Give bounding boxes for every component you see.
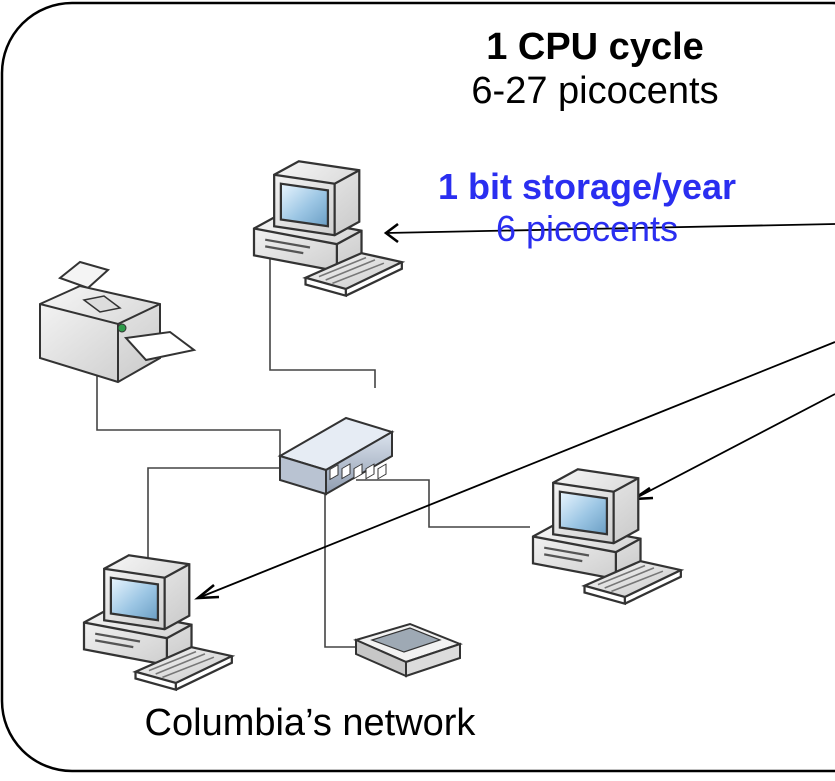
arrow-to-right-pc [633, 393, 835, 500]
cost-arrows [194, 222, 835, 600]
arrowhead-left-pc [194, 583, 220, 600]
flatbed-scanner-icon [353, 622, 463, 678]
arrow-to-top-pc [385, 223, 835, 234]
network-cables [96, 222, 530, 648]
cable-right-pc [356, 479, 530, 528]
storage-title: 1 bit storage/year [437, 166, 737, 207]
network-caption: Columbia’s network [144, 702, 476, 744]
network-switch-icon [277, 416, 395, 496]
printer-icon [39, 260, 197, 384]
cpu-cycle-cost: 6-27 picocents [471, 70, 719, 112]
cable-scanner [324, 492, 368, 648]
arrow-to-left-pc [197, 341, 835, 599]
cable-printer [96, 365, 281, 458]
cpu-cycle-title: 1 CPU cycle [486, 26, 704, 68]
cable-left-pc [147, 467, 300, 560]
arrowhead-top-pc [383, 222, 399, 244]
cable-top-pc [269, 222, 376, 388]
storage-cost: 6 picocents [495, 208, 679, 249]
